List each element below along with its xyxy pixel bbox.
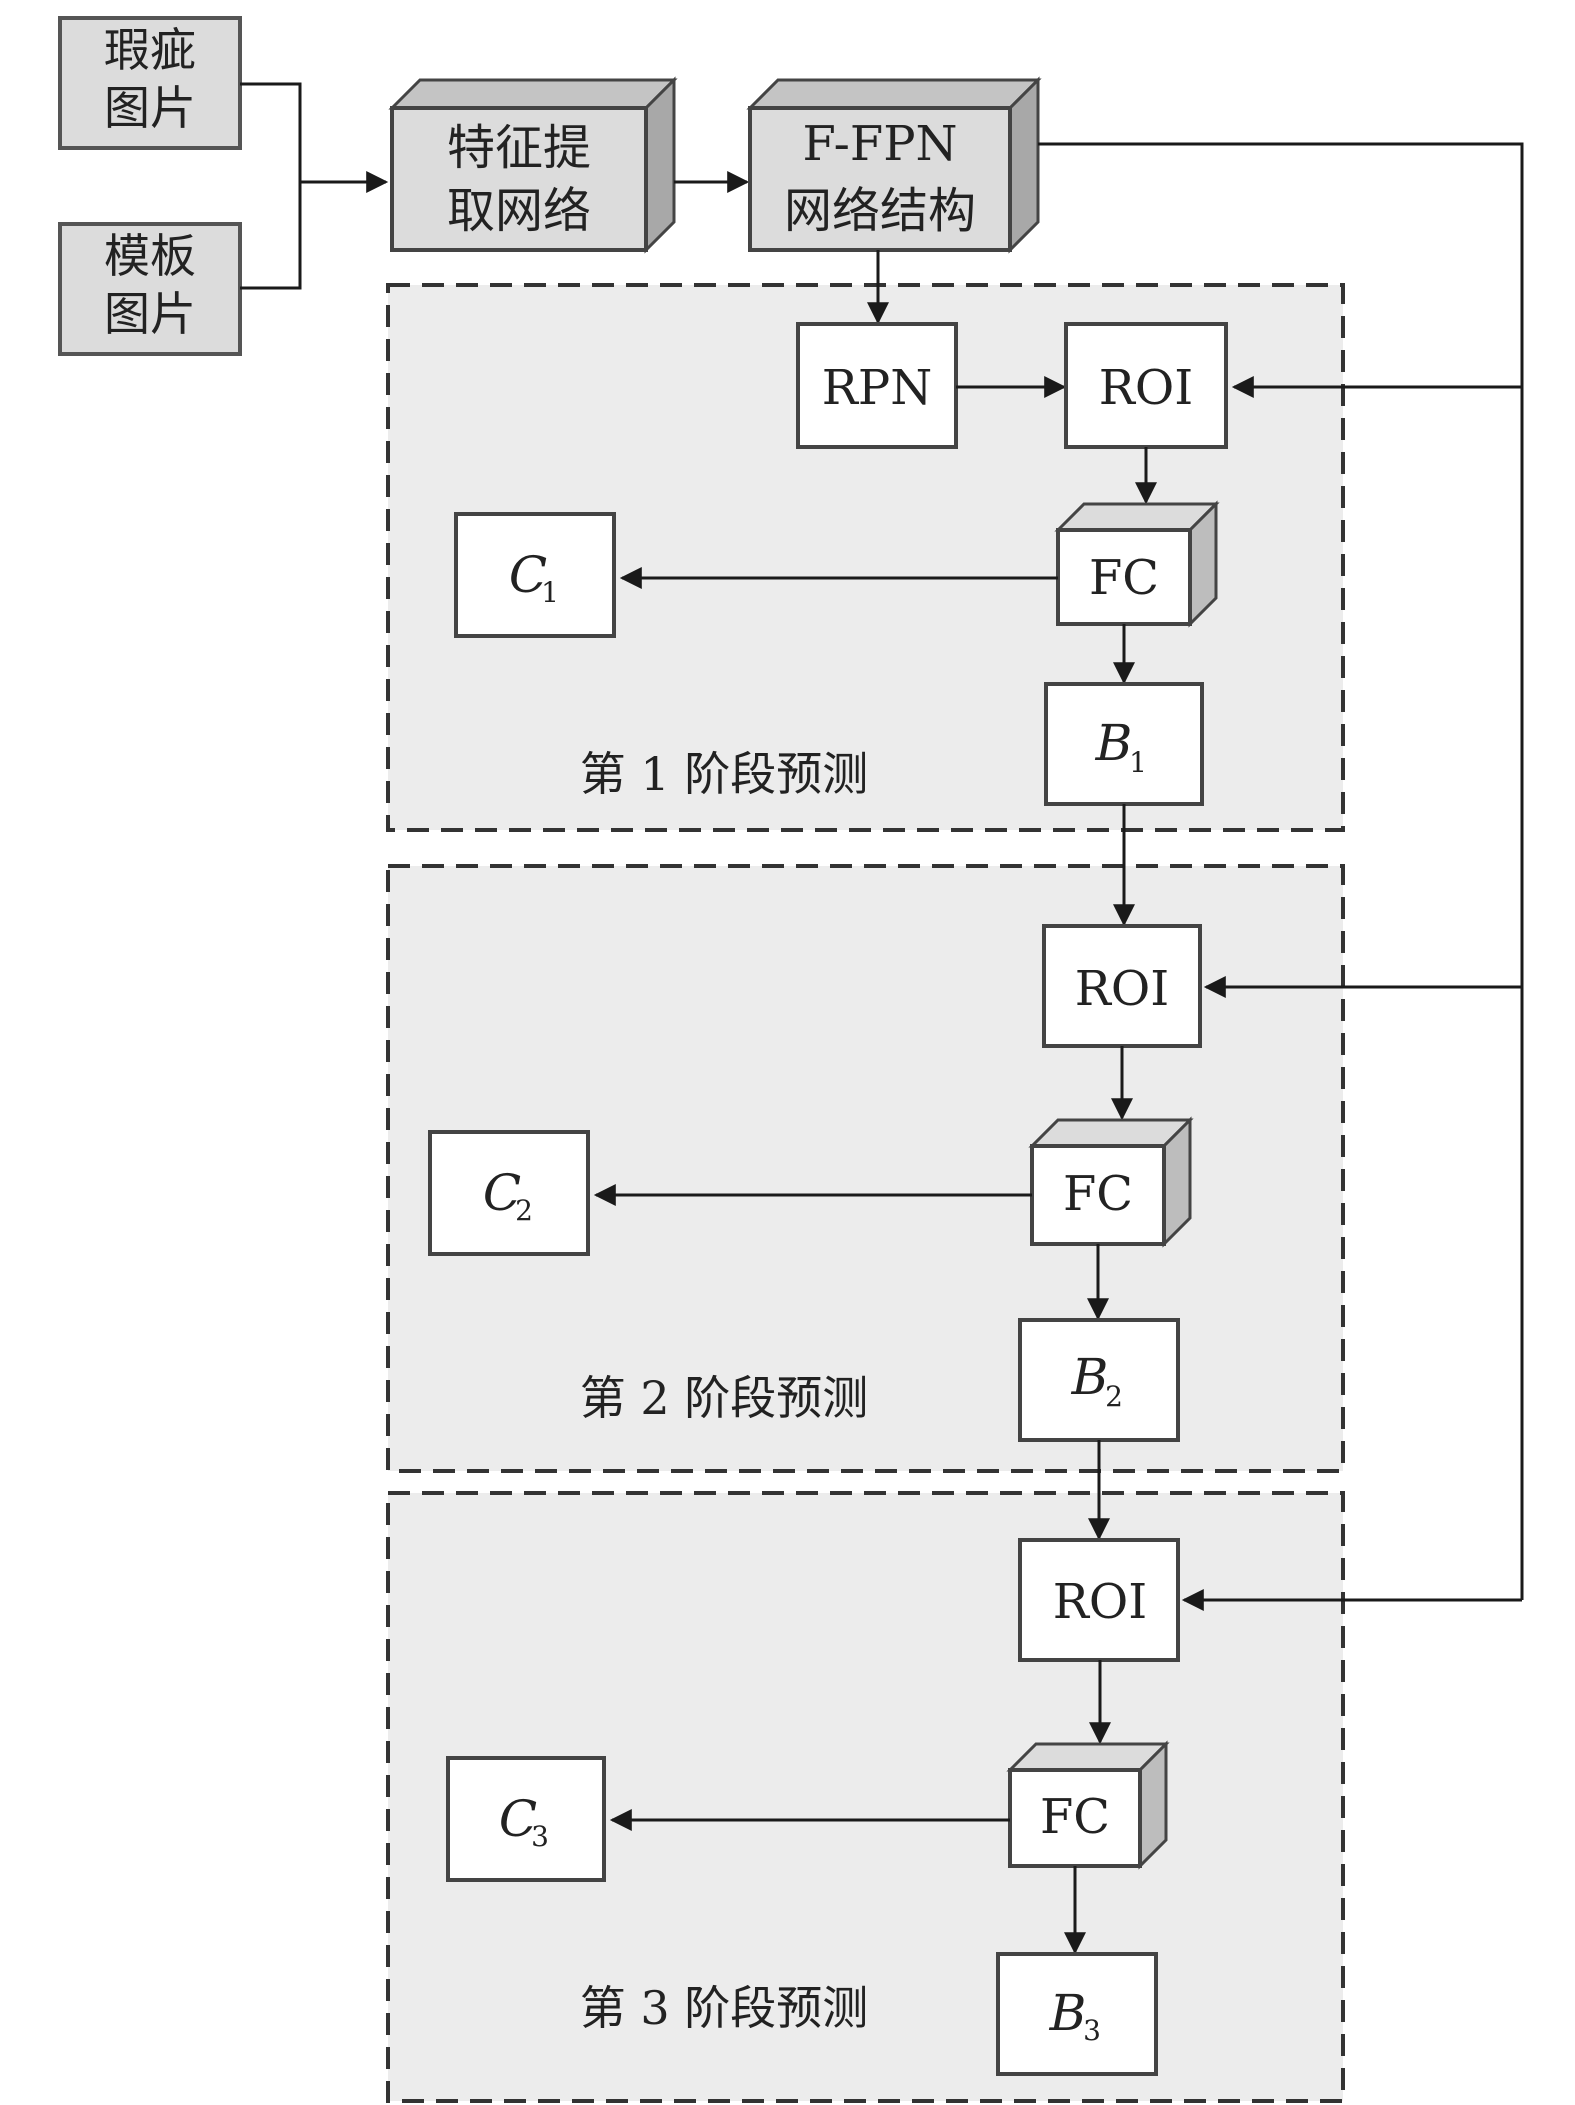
box-index-1: 1: [1129, 746, 1147, 779]
box-regressor-1: B 1: [1044, 682, 1204, 806]
cls-box-1: C 1: [454, 512, 616, 638]
roi-box-2: ROI: [1042, 924, 1202, 1048]
cls-index-3: 3: [531, 1820, 549, 1853]
feature-extraction-box: 特征提 取网络: [388, 76, 678, 254]
cls-box-2: C 2: [428, 1130, 590, 1256]
fc-box-2: FC: [1028, 1116, 1194, 1248]
defect-image-label-1: 瑕疵: [104, 23, 196, 77]
defect-image-label-2: 图片: [104, 81, 196, 135]
cls-box-3: C 3: [446, 1756, 606, 1882]
stage-2-title: 第 2 阶段预测: [580, 1371, 869, 1425]
rpn-box: RPN: [796, 322, 958, 449]
fc-label-2: FC: [1063, 1166, 1133, 1222]
stage-1-title: 第 1 阶段预测: [580, 747, 869, 801]
box-symbol-1: B: [1095, 714, 1133, 772]
template-image-box: 模板 图片: [58, 222, 242, 356]
cls-index-1: 1: [541, 576, 559, 609]
template-image-label-1: 模板: [104, 229, 196, 283]
roi-box-1: ROI: [1064, 322, 1228, 449]
roi-box-3: ROI: [1018, 1538, 1180, 1662]
roi-label-1: ROI: [1099, 360, 1193, 416]
box-regressor-2: B 2: [1018, 1318, 1180, 1442]
cls-index-2: 2: [515, 1194, 533, 1227]
roi-label-3: ROI: [1053, 1574, 1147, 1630]
box-index-3: 3: [1083, 2014, 1101, 2047]
ffpn-label-2: 网络结构: [784, 183, 976, 239]
fc-label-1: FC: [1089, 550, 1159, 606]
feature-bus: [1038, 142, 1524, 1611]
box-regressor-3: B 3: [996, 1952, 1158, 2076]
template-image-label-2: 图片: [104, 287, 196, 341]
box-symbol-3: B: [1049, 1984, 1087, 2042]
feature-extraction-label-1: 特征提: [447, 120, 591, 176]
stage-3-title: 第 3 阶段预测: [580, 1981, 869, 2035]
cls-symbol-2: C: [483, 1164, 521, 1222]
fc-box-3: FC: [1006, 1740, 1170, 1870]
fc-label-3: FC: [1040, 1789, 1110, 1845]
rpn-label: RPN: [822, 360, 932, 416]
ffpn-box: F-FPN 网络结构: [746, 76, 1042, 254]
ffpn-label-1: F-FPN: [803, 116, 958, 172]
cls-symbol-1: C: [509, 546, 547, 604]
input-merge-connector: [240, 82, 389, 290]
defect-image-box: 瑕疵 图片: [58, 16, 242, 150]
box-symbol-2: B: [1071, 1348, 1109, 1406]
box-index-2: 2: [1105, 1380, 1123, 1413]
roi-label-2: ROI: [1075, 961, 1169, 1017]
feature-extraction-label-2: 取网络: [447, 183, 591, 239]
fc-box-1: FC: [1054, 500, 1220, 628]
cls-symbol-3: C: [499, 1790, 537, 1848]
